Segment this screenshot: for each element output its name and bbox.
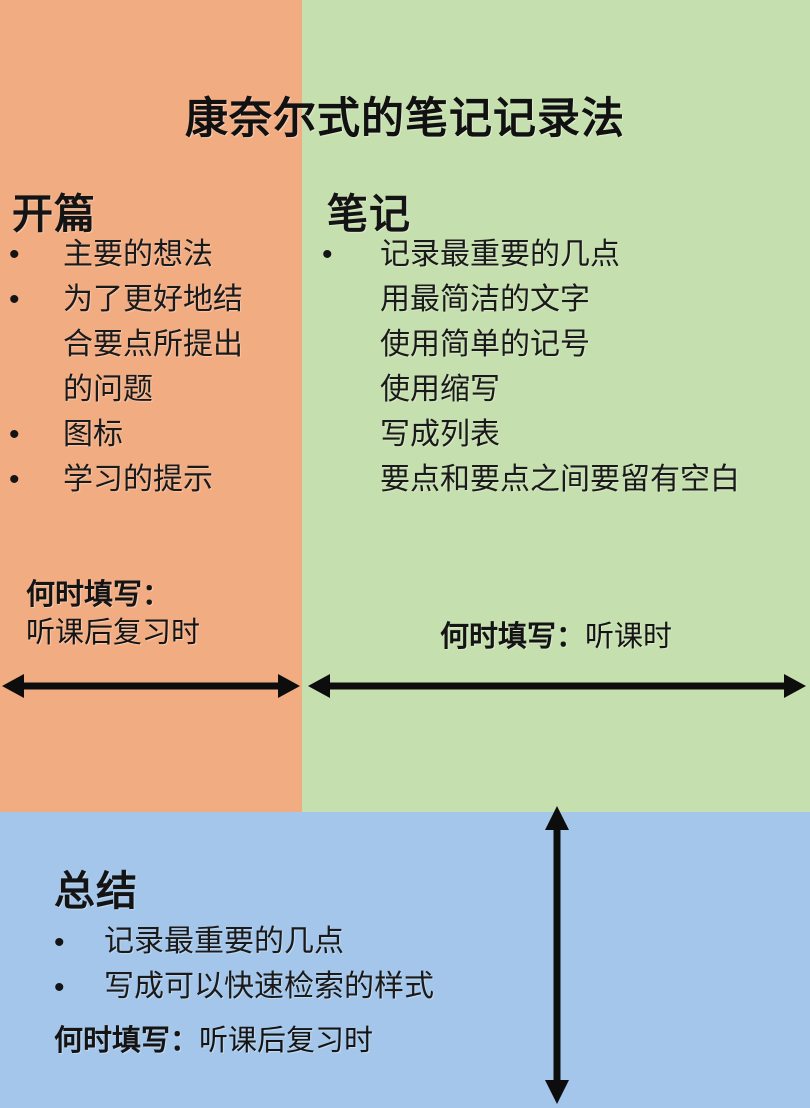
bullet-dot-icon: • — [9, 238, 20, 271]
list-item-label: 为了更好地结 合要点所提出 的问题 — [63, 283, 243, 406]
notes-column-panel — [302, 0, 810, 812]
list-item-label: 图标 — [63, 418, 123, 451]
bullet-dot-icon: • — [9, 463, 20, 496]
bullet-dot-icon: • — [322, 238, 333, 271]
bullet-dot-icon: • — [9, 283, 20, 316]
notes-section-heading: 笔记 — [327, 191, 411, 237]
cue-when-value: 听课后复习时 — [26, 617, 201, 649]
list-item: • 图标 — [4, 412, 294, 457]
notes-when-label: 何时填写： — [439, 621, 585, 653]
cue-bullet-list: • 主要的想法 • 为了更好地结 合要点所提出 的问题 • 图标 • 学习的提示 — [4, 232, 294, 502]
cue-section-heading: 开篇 — [12, 191, 96, 237]
bullet-dot-icon: • — [9, 418, 20, 451]
page-title: 康奈尔式的笔记记录法 — [185, 95, 625, 143]
list-item: • 记录最重要的几点 — [50, 920, 750, 965]
list-item: • 主要的想法 — [4, 232, 294, 277]
summary-bullet-list: • 记录最重要的几点 • 写成可以快速检索的样式 — [50, 920, 750, 1010]
list-item-label: 记录最重要的几点 用最简洁的文字 使用简单的记号 使用缩写 写成列表 要点和要点… — [380, 238, 740, 496]
notes-when-to-fill-note: 何时填写：听课时 — [302, 618, 810, 656]
summary-section-heading: 总结 — [54, 868, 138, 914]
summary-section-panel — [0, 812, 810, 1108]
summary-when-value: 听课后复习时 — [199, 1025, 374, 1057]
summary-span-double-arrow-icon — [545, 806, 569, 1104]
list-item: • 学习的提示 — [4, 457, 294, 502]
cue-when-to-fill-note: 何时填写： 听课后复习时 — [26, 576, 286, 652]
notes-span-double-arrow-icon — [308, 674, 806, 698]
list-item: • 记录最重要的几点 用最简洁的文字 使用简单的记号 使用缩写 写成列表 要点和… — [320, 232, 810, 502]
bullet-dot-icon: • — [54, 926, 65, 959]
summary-when-to-fill-note: 何时填写：听课后复习时 — [54, 1022, 373, 1060]
list-item: • 为了更好地结 合要点所提出 的问题 — [4, 277, 294, 412]
cue-span-double-arrow-icon — [2, 674, 300, 698]
list-item-label: 主要的想法 — [63, 238, 213, 271]
list-item-label: 学习的提示 — [63, 463, 213, 496]
summary-when-label: 何时填写： — [54, 1025, 200, 1057]
list-item-label: 记录最重要的几点 — [104, 925, 344, 958]
notes-bullet-list: • 记录最重要的几点 用最简洁的文字 使用简单的记号 使用缩写 写成列表 要点和… — [320, 232, 810, 502]
bullet-dot-icon: • — [54, 971, 65, 1004]
list-item: • 写成可以快速检索的样式 — [50, 965, 750, 1010]
notes-when-value: 听课时 — [585, 621, 673, 653]
cue-column-panel — [0, 0, 302, 812]
cue-when-label: 何时填写： — [26, 579, 172, 611]
list-item-label: 写成可以快速检索的样式 — [104, 970, 434, 1003]
